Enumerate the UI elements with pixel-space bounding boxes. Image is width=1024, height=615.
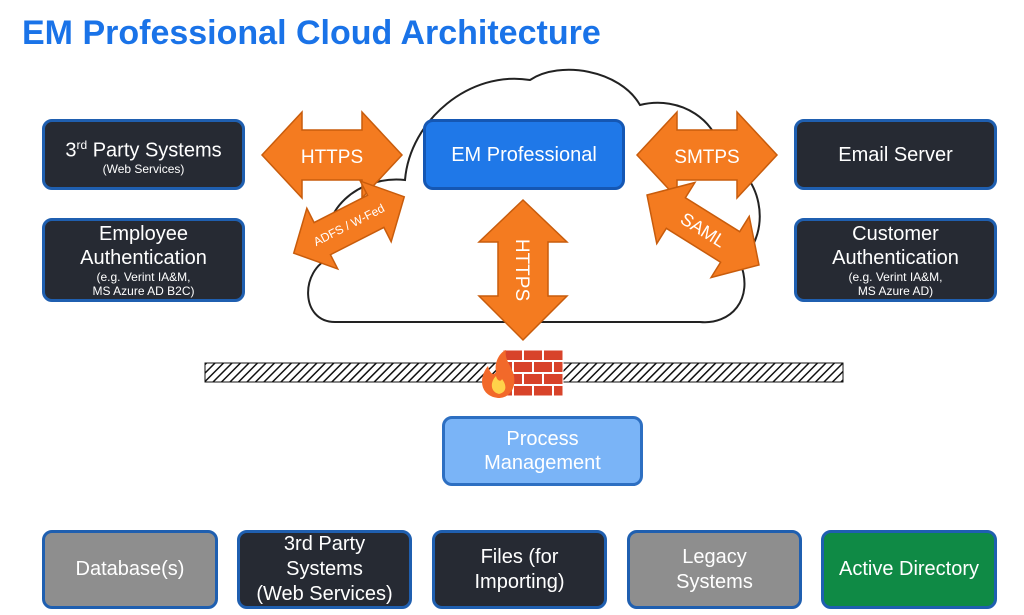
adfs-arrow: ADFS / W-Fed (292, 179, 406, 271)
employee-auth-sub-line1: (e.g. Verint IA&M, (96, 270, 191, 284)
https-vertical-arrow: HTTPS (477, 198, 569, 342)
smtps-label: SMTPS (674, 147, 739, 168)
legacy-systems-node: Legacy Systems (627, 530, 802, 609)
customer-authentication-node: Customer Authentication (e.g. Verint IA&… (794, 218, 997, 302)
third-party-systems-sublabel: (Web Services) (102, 162, 185, 177)
email-server-label: Email Server (838, 143, 953, 166)
https-left-label: HTTPS (301, 147, 363, 168)
customer-auth-sub-line2: MS Azure AD) (857, 284, 934, 298)
fire-icon (482, 350, 515, 398)
process-management-line2: Management (484, 452, 601, 474)
process-management-line1: Process (506, 428, 579, 450)
bottom-node-line1: Legacy (682, 545, 747, 568)
employee-authentication-node: Employee Authentication (e.g. Verint IA&… (42, 218, 245, 302)
em-professional-label: EM Professional (451, 143, 597, 166)
process-management-node: Process Management (442, 416, 643, 486)
https-left-arrow: HTTPS (260, 110, 404, 200)
bottom-node-line1: Active Directory (838, 558, 980, 580)
bottom-node-line2: Systems (286, 558, 363, 580)
bottom-node-line1: Files (for (480, 545, 559, 568)
https-vertical-label: HTTPS (511, 239, 532, 301)
employee-auth-sub-line2: MS Azure AD B2C) (92, 284, 195, 298)
customer-auth-label-line1: Customer (852, 223, 939, 245)
bottom-node-line2: Importing) (474, 570, 565, 593)
bottom-node-line3: (Web Services) (256, 583, 393, 605)
email-server-node: Email Server (794, 119, 997, 190)
page-title: EM Professional Cloud Architecture (22, 14, 601, 52)
files-for-importing-node: Files (for Importing) (432, 530, 607, 609)
em-professional-node: EM Professional (423, 119, 625, 190)
employee-auth-label-line2: Authentication (80, 247, 207, 269)
bottom-node-line1: 3rd Party (283, 533, 366, 555)
customer-auth-label-line2: Authentication (832, 247, 959, 269)
third-party-systems-bottom-node: 3rd Party Systems (Web Services) (237, 530, 412, 609)
third-party-systems-node: 3rd Party Systems (Web Services) (42, 119, 245, 190)
third-party-systems-label: 3rd Party Systems (65, 137, 222, 162)
active-directory-node: Active Directory (821, 530, 997, 609)
employee-auth-label-line1: Employee (99, 223, 188, 245)
customer-auth-sub-line1: (e.g. Verint IA&M, (848, 270, 943, 284)
bottom-node-line1: Database(s) (75, 558, 185, 580)
smtps-arrow: SMTPS (635, 110, 779, 200)
database-node: Database(s) (42, 530, 218, 609)
bottom-node-line2: Systems (676, 570, 753, 593)
